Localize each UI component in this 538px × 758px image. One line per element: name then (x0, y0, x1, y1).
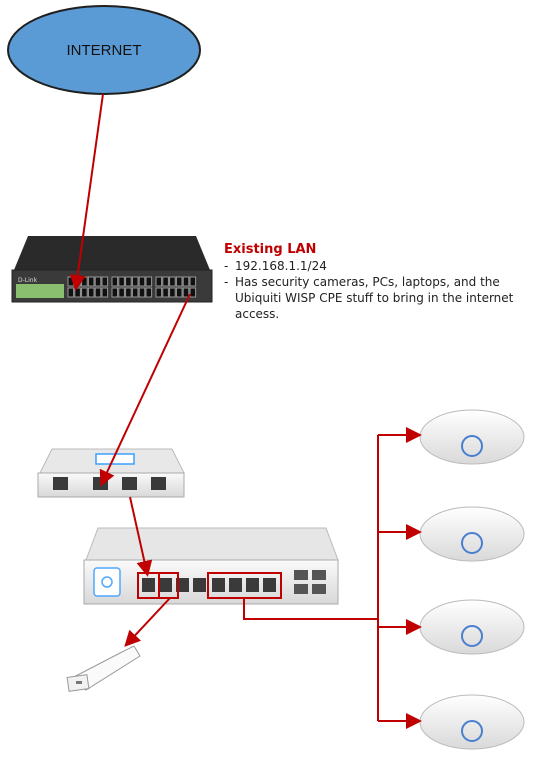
ethernet-port (176, 578, 189, 592)
internet-node: INTERNET (7, 5, 201, 95)
ethernet-port (145, 287, 153, 298)
ethernet-port (246, 578, 259, 592)
gateway-port (53, 477, 68, 490)
ethernet-port (74, 287, 81, 298)
lan-description-text: Has security cameras, PCs, laptops, and … (235, 275, 514, 321)
ethernet-port (94, 276, 102, 287)
ethernet-port (175, 276, 183, 287)
switch-to-gateway-link (99, 293, 191, 487)
ethernet-port (125, 276, 132, 287)
ethernet-port (125, 287, 132, 298)
ethernet-port (101, 276, 109, 287)
lan-subnet-text: 192.168.1.1/24 (235, 259, 327, 273)
poe-switch-port-block (142, 578, 276, 592)
gateway-to-poe-link (129, 496, 153, 577)
bullet-dash: - (224, 275, 229, 289)
poe-to-cloudkey-link (124, 597, 171, 647)
ethernet-port (87, 287, 95, 298)
ethernet-port (118, 287, 125, 298)
ethernet-port (94, 287, 102, 298)
access-point (419, 409, 525, 465)
ethernet-port (212, 578, 225, 592)
dlink-brand: D-Link (18, 277, 38, 284)
cloud-key (66, 645, 141, 692)
ethernet-port (87, 276, 95, 287)
existing-lan-note: Existing LAN - 192.168.1.1/24 - Has secu… (224, 242, 536, 322)
poe-switch (83, 527, 339, 605)
ethernet-port (111, 287, 119, 298)
internet-label: INTERNET (67, 42, 142, 59)
ethernet-port (229, 578, 242, 592)
ethernet-port (162, 276, 169, 287)
ethernet-port (189, 287, 197, 298)
ethernet-port (189, 276, 197, 287)
ethernet-port (155, 276, 163, 287)
ethernet-port (162, 287, 169, 298)
cloudkey-port-highlight (158, 572, 179, 599)
ethernet-port (182, 287, 190, 298)
ethernet-port (263, 578, 276, 592)
existing-lan-title: Existing LAN (224, 242, 317, 257)
access-point (419, 599, 525, 655)
internet-to-switch-link (69, 93, 104, 291)
dlink-switch: D-Link (11, 236, 213, 303)
ethernet-port (138, 276, 146, 287)
ethernet-port (142, 578, 155, 592)
ethernet-port (169, 287, 176, 298)
ethernet-port (159, 578, 172, 592)
ethernet-port (155, 287, 163, 298)
ethernet-port (111, 276, 119, 287)
ethernet-port (169, 276, 176, 287)
ethernet-port (193, 578, 206, 592)
ethernet-port (131, 287, 139, 298)
poe-trunk-link (243, 598, 378, 620)
ethernet-port (67, 287, 75, 298)
ethernet-port (145, 276, 153, 287)
security-gateway (37, 448, 185, 498)
gateway-port (93, 477, 108, 490)
ethernet-port (81, 287, 88, 298)
access-point (419, 506, 525, 562)
ethernet-port (182, 276, 190, 287)
ethernet-port (101, 287, 109, 298)
gateway-port (151, 477, 166, 490)
ethernet-port (118, 276, 125, 287)
ethernet-port (67, 276, 75, 287)
ethernet-port (131, 276, 139, 287)
ethernet-port (175, 287, 183, 298)
ethernet-port (138, 287, 146, 298)
lan-note-item: - 192.168.1.1/24 (224, 258, 536, 274)
bullet-dash: - (224, 259, 229, 273)
lan-note-item: - Has security cameras, PCs, laptops, an… (224, 274, 536, 322)
gateway-port (122, 477, 137, 490)
connections (69, 93, 422, 729)
ethernet-port (81, 276, 88, 287)
access-point (419, 694, 525, 750)
